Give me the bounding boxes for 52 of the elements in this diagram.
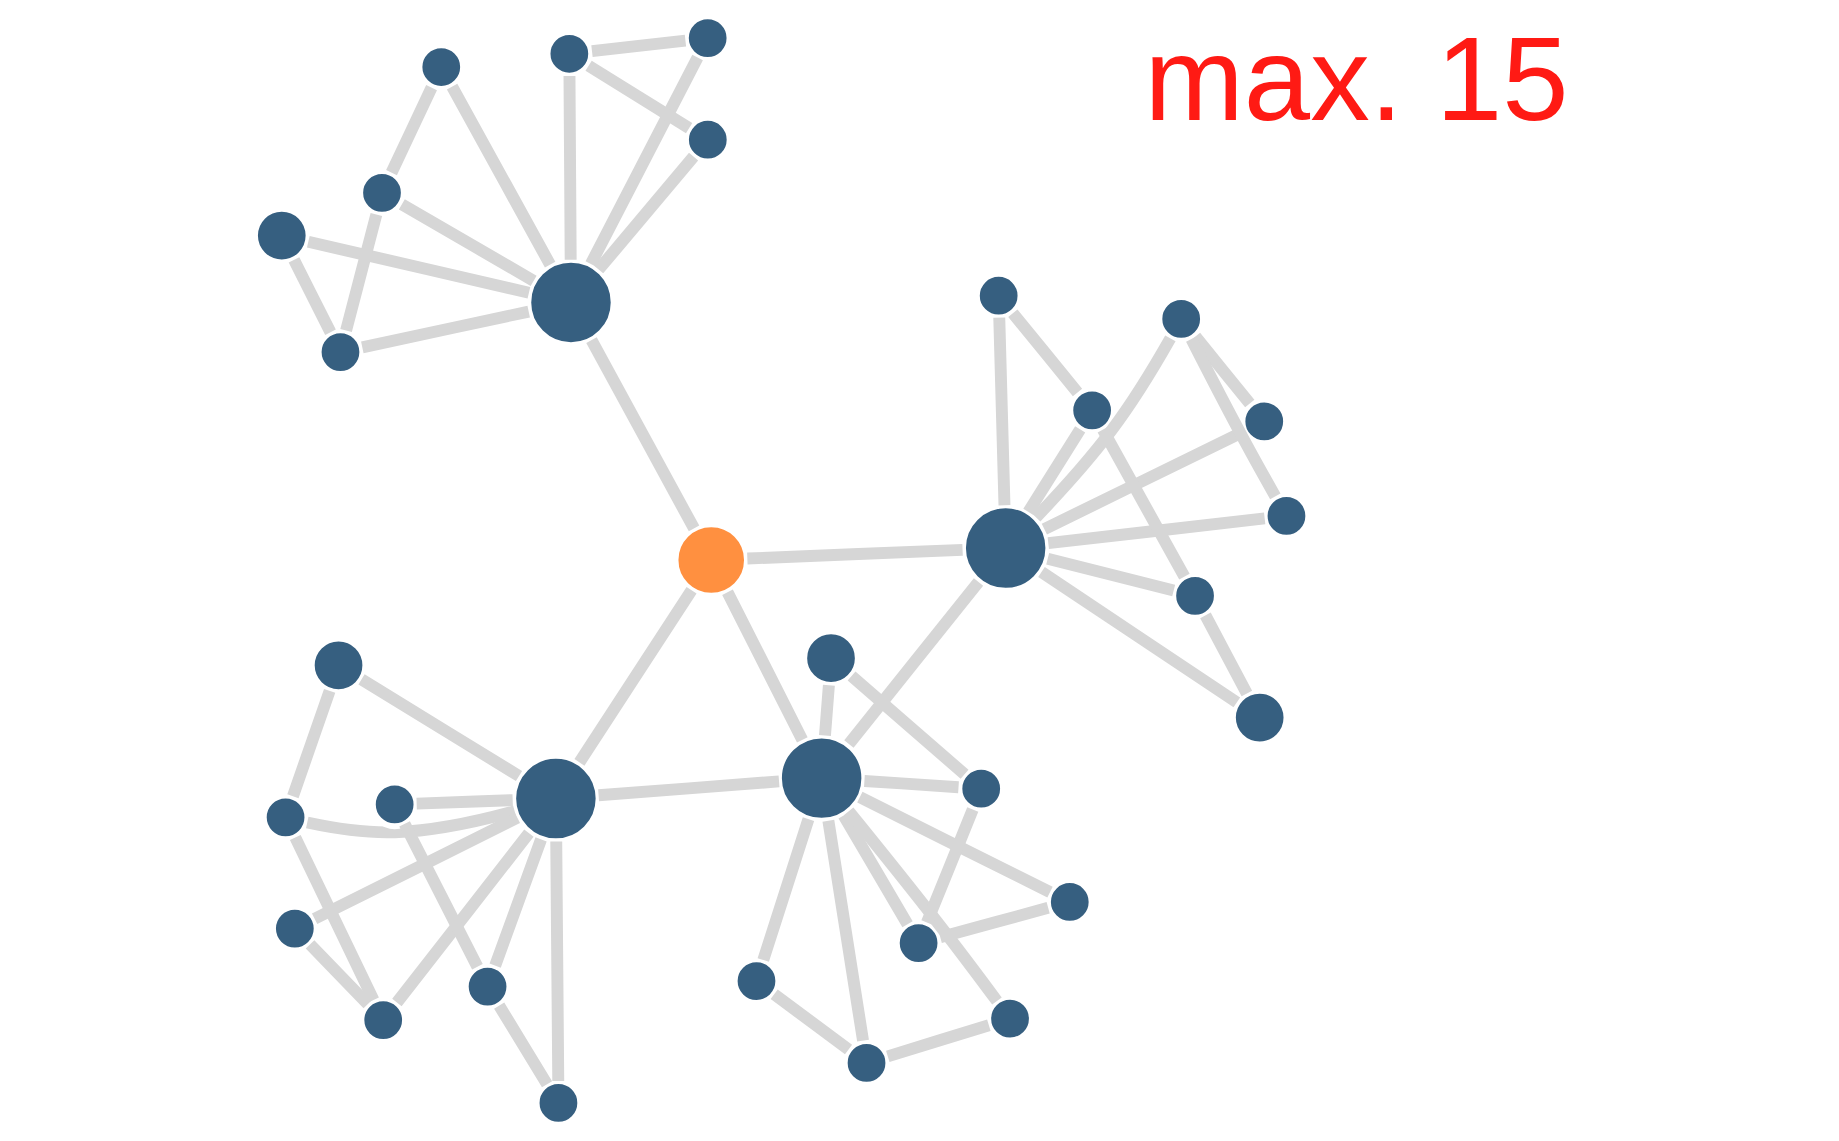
connector xyxy=(993,317,1011,506)
connector xyxy=(358,674,523,782)
connector xyxy=(398,199,537,286)
connector xyxy=(594,152,699,274)
connector xyxy=(306,805,517,839)
connector xyxy=(1008,309,1083,397)
connector xyxy=(844,578,984,748)
connector xyxy=(591,34,687,58)
connector xyxy=(886,1019,991,1063)
label: max. 15 xyxy=(1144,11,1569,145)
connector xyxy=(311,812,520,925)
connector xyxy=(289,834,379,1003)
connector xyxy=(1046,552,1176,597)
connector xyxy=(288,257,336,335)
connector xyxy=(598,775,780,802)
connector xyxy=(1038,567,1241,708)
connector xyxy=(361,305,530,354)
connector xyxy=(494,1002,553,1088)
connector xyxy=(1097,426,1190,580)
connector xyxy=(392,829,534,1007)
connector xyxy=(857,791,1053,898)
connector xyxy=(819,684,835,736)
connector xyxy=(864,775,959,794)
connector xyxy=(416,794,513,810)
connector xyxy=(1023,426,1086,516)
connector xyxy=(585,54,703,267)
connector xyxy=(586,337,700,532)
connector xyxy=(287,688,336,799)
connector xyxy=(757,817,815,962)
connector xyxy=(306,235,531,299)
connector xyxy=(1186,336,1281,500)
connector xyxy=(1200,612,1253,697)
connector xyxy=(574,587,697,766)
connector xyxy=(844,807,1002,1005)
connector xyxy=(747,543,963,565)
connector xyxy=(1031,335,1176,522)
connector xyxy=(340,213,383,333)
connector xyxy=(822,819,869,1042)
connector xyxy=(446,83,556,268)
connector xyxy=(386,85,437,176)
connector xyxy=(770,989,853,1055)
connector xyxy=(722,589,808,743)
connector xyxy=(938,902,1050,943)
connector xyxy=(550,841,565,1082)
connector xyxy=(585,60,693,134)
connector xyxy=(847,671,969,779)
connector xyxy=(305,940,373,1009)
connector xyxy=(1047,512,1266,550)
connector xyxy=(921,807,979,925)
connector xyxy=(489,837,547,968)
connector xyxy=(563,75,577,260)
connector xyxy=(399,821,483,970)
